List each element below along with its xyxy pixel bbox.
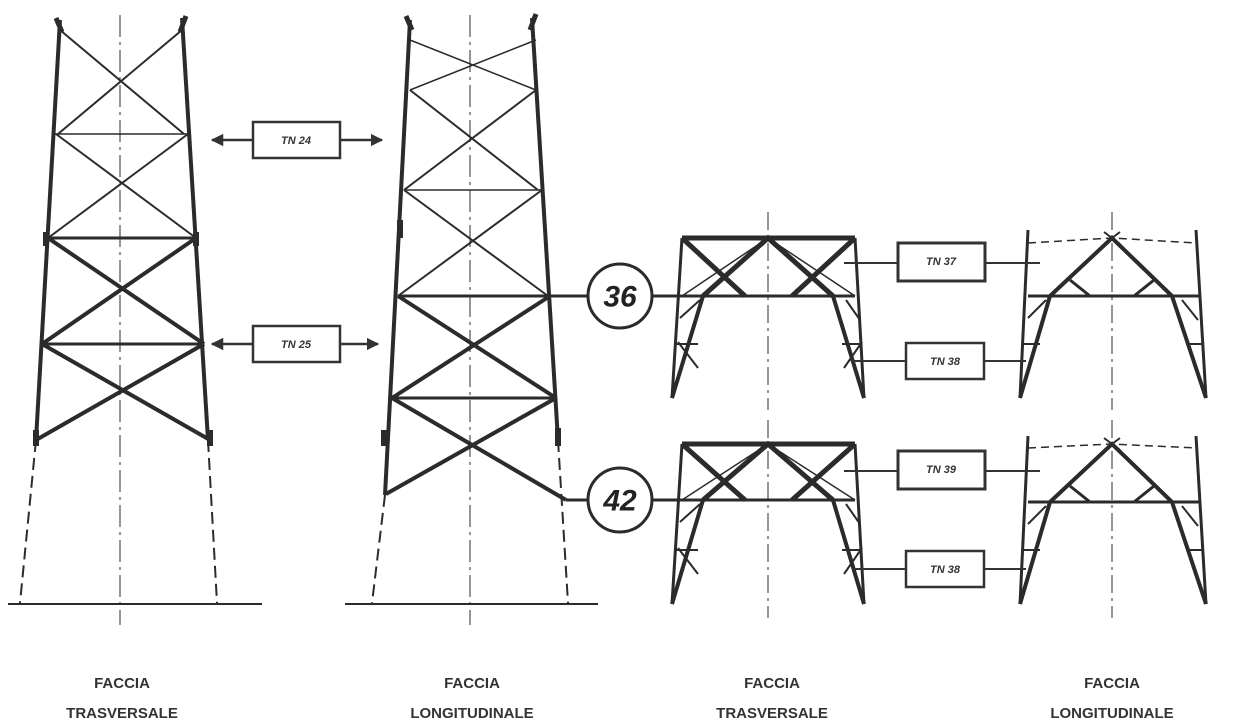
- detail-42-longitudinal: [1018, 420, 1208, 618]
- tag-tn39-text: TN 39: [926, 464, 957, 476]
- tag-tn25: TN 25: [210, 324, 380, 364]
- caption-2-line2: LONGITUDINALE: [410, 705, 533, 722]
- callout-36: 36: [552, 262, 682, 330]
- callout-36-text: 36: [603, 281, 637, 314]
- tower-longitudinal-face: [345, 13, 598, 625]
- caption-longitudinal-1: FACCIA LONGITUDINALE: [410, 675, 533, 722]
- tag-tn24: TN 24: [210, 120, 384, 160]
- caption-3-line1: FACCIA: [744, 675, 800, 692]
- callout-42: 42: [566, 466, 682, 534]
- caption-transversal-1: FACCIA TRASVERSALE: [66, 675, 178, 722]
- caption-1-line2: TRASVERSALE: [66, 705, 178, 722]
- tag-tn38-lower: TN 38: [852, 549, 1026, 589]
- tag-tn37-text: TN 37: [926, 256, 957, 268]
- tag-tn37: TN 37: [844, 241, 1040, 283]
- detail-36-longitudinal: [1018, 212, 1208, 410]
- caption-2-line1: FACCIA: [444, 675, 500, 692]
- detail-42-transversal: [670, 420, 866, 618]
- caption-3-line2: TRASVERSALE: [716, 705, 828, 722]
- caption-longitudinal-2: FACCIA LONGITUDINALE: [1050, 675, 1173, 722]
- caption-4-line2: LONGITUDINALE: [1050, 705, 1173, 722]
- tag-tn24-text: TN 24: [281, 135, 311, 147]
- tag-tn39: TN 39: [844, 449, 1040, 491]
- tag-tn25-text: TN 25: [281, 339, 312, 351]
- tower-transversal-face: [8, 15, 262, 625]
- callout-42-text: 42: [602, 485, 637, 518]
- tag-tn38-upper-text: TN 38: [930, 356, 961, 368]
- caption-4-line1: FACCIA: [1084, 675, 1140, 692]
- tag-tn38-upper: TN 38: [852, 341, 1026, 381]
- caption-1-line1: FACCIA: [94, 675, 150, 692]
- detail-36-transversal: [670, 212, 866, 410]
- tag-tn38-lower-text: TN 38: [930, 564, 961, 576]
- caption-transversal-2: FACCIA TRASVERSALE: [716, 675, 828, 722]
